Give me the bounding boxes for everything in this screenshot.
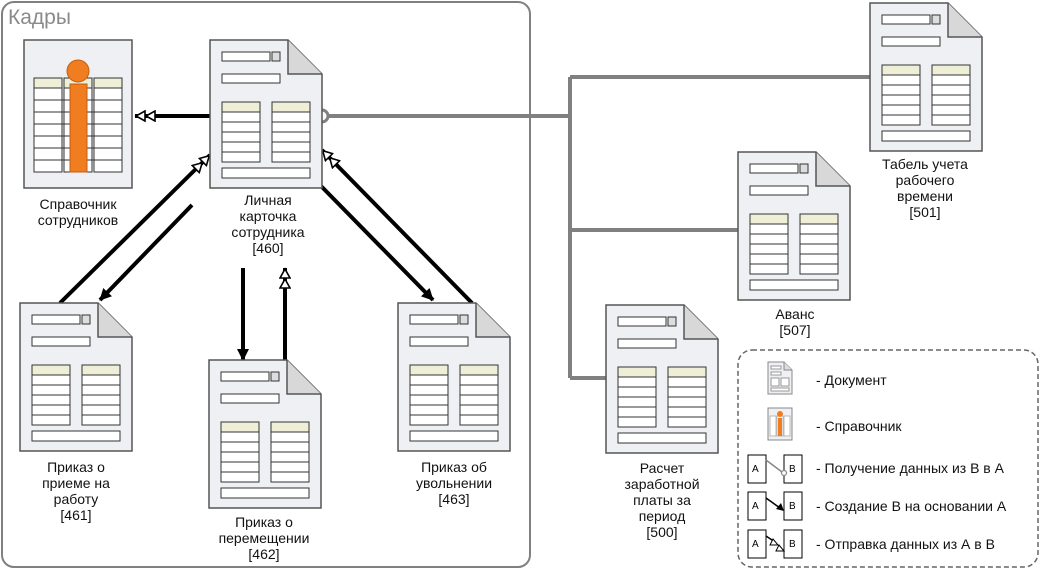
label-line: карточка <box>239 208 297 224</box>
legend-letter-a: A <box>752 464 759 475</box>
label-line: работу <box>53 491 99 507</box>
arrows <box>58 116 474 362</box>
label-line: платы за <box>633 492 691 508</box>
label-line: период <box>638 508 686 524</box>
label-line: Приказ о <box>47 459 105 475</box>
label-line: [500] <box>646 524 678 540</box>
legend-letter-b: B <box>789 501 796 512</box>
doc-icon-transfer-order <box>208 359 322 509</box>
label-line: [462] <box>248 546 280 562</box>
label-line: сотрудника <box>231 224 305 240</box>
legend-receive-text: - Получение данных из В в А <box>816 460 1004 476</box>
legend-letters: A B A B A B <box>752 464 796 550</box>
arrow-card-to-hire <box>98 203 194 302</box>
doc-icon-timesheet <box>869 2 983 152</box>
legend-create-icon <box>747 491 803 521</box>
doc-icon-employee-card <box>209 39 323 189</box>
document-icons <box>19 2 983 509</box>
arrow-card-to-dismiss <box>318 183 435 302</box>
label-line: перемещении <box>218 530 310 546</box>
legend-letter-b: B <box>789 464 796 475</box>
label-line: [463] <box>438 491 470 507</box>
directory-icon <box>23 39 133 189</box>
data-connectors <box>329 75 870 380</box>
label-line: заработной <box>624 476 700 492</box>
doc-icon-hire-order <box>19 302 133 452</box>
label-dismiss-order: Приказ об увольнении [463] <box>384 459 524 507</box>
label-line: времени <box>897 188 953 204</box>
arrow-dismiss-to-card <box>320 148 474 305</box>
hr-group-frame <box>1 1 531 568</box>
label-line: Табель учета <box>882 156 968 172</box>
doc-icon-dismiss-order <box>397 302 511 452</box>
doc-icon-advance <box>737 151 851 301</box>
label-line: приеме на <box>42 475 110 491</box>
legend-create-text: - Создание В на основании А <box>816 498 1007 514</box>
label-directory: Справочник сотрудников <box>8 196 148 228</box>
arrow-hire-to-card <box>58 153 212 305</box>
legend-frame <box>737 349 1039 568</box>
label-advance: Аванс [507] <box>725 306 865 338</box>
label-line: увольнении <box>415 475 493 491</box>
legend-receive-icon <box>747 454 803 484</box>
label-line: [501] <box>909 204 941 220</box>
label-employee-card: Личная карточка сотрудника [460] <box>198 192 338 256</box>
legend-send-icon <box>747 529 803 559</box>
legend-document-icon <box>767 361 793 395</box>
doc-icon-payroll <box>605 304 719 454</box>
label-line: Расчет <box>639 460 685 476</box>
label-line: сотрудников <box>37 212 119 228</box>
label-line: Приказ о <box>235 514 293 530</box>
label-line: Справочник <box>39 196 117 212</box>
label-line: рабочего <box>895 172 955 188</box>
label-line: Аванс <box>775 306 815 322</box>
legend-letter-a: A <box>752 501 759 512</box>
label-payroll: Расчет заработной платы за период [500] <box>592 460 732 540</box>
label-hire-order: Приказ о приеме на работу [461] <box>6 459 146 523</box>
label-line: Приказ об <box>421 459 487 475</box>
legend-send-text: - Отправка данных из А в В <box>816 536 995 552</box>
legend-letter-a: A <box>752 539 759 550</box>
label-line: Личная <box>244 192 292 208</box>
label-timesheet: Табель учета рабочего времени [501] <box>855 156 995 220</box>
label-transfer-order: Приказ о перемещении [462] <box>194 514 334 562</box>
legend-letter-b: B <box>789 539 796 550</box>
legend-document-text: - Документ <box>816 372 887 388</box>
label-line: [460] <box>252 240 284 256</box>
label-line: [507] <box>779 322 811 338</box>
legend-directory-text: - Справочник <box>816 418 902 434</box>
label-line: [461] <box>60 507 92 523</box>
legend-directory-icon <box>767 407 793 441</box>
group-title: Кадры <box>8 6 71 29</box>
